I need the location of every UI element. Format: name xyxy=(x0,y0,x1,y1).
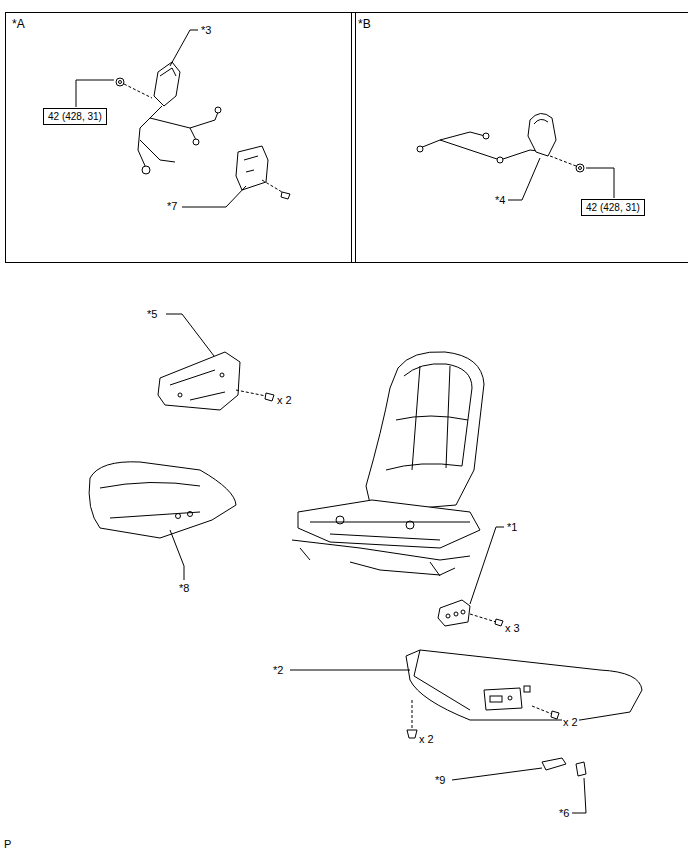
quantity-label: x 3 xyxy=(504,622,521,635)
callout-number: *3 xyxy=(200,24,212,37)
quantity-label: x 2 xyxy=(418,733,435,746)
torque-box: 42 (428, 31) xyxy=(43,108,107,125)
callout-number: *9 xyxy=(434,774,446,787)
seat-cushion-8 xyxy=(89,462,236,538)
torque-box: 42 (428, 31) xyxy=(581,199,645,216)
buckle-assembly-b xyxy=(417,113,584,172)
callout-number: *5 xyxy=(146,308,158,321)
callout-number: *4 xyxy=(494,194,506,207)
buckle-assembly-a xyxy=(116,62,221,174)
leader-lines-panels xyxy=(76,30,614,207)
leader-lines-main xyxy=(166,314,586,813)
callout-number: *6 xyxy=(558,807,570,820)
callout-number: *7 xyxy=(166,200,178,213)
quantity-label: x 2 xyxy=(276,394,293,407)
torque-value: 42 (428, 31) xyxy=(48,111,102,122)
view-panel: *A42 (428, 31) xyxy=(5,12,356,263)
callout-number: *2 xyxy=(272,664,284,677)
callout-number: *8 xyxy=(178,582,190,595)
knobs-9-6 xyxy=(542,758,586,776)
view-heading: *B xyxy=(358,17,688,31)
seat-assembly xyxy=(292,352,484,576)
callout-number: *1 xyxy=(506,521,518,534)
side-cover-5 xyxy=(158,352,274,410)
shield-2 xyxy=(406,650,642,738)
bracket-7 xyxy=(236,146,290,199)
view-panel: *B 42 (428, 31) xyxy=(351,12,688,263)
figure-code: P xyxy=(3,838,12,851)
quantity-label: x 2 xyxy=(562,716,579,729)
torque-value: 42 (428, 31) xyxy=(586,202,640,213)
view-heading: *A xyxy=(12,17,361,31)
